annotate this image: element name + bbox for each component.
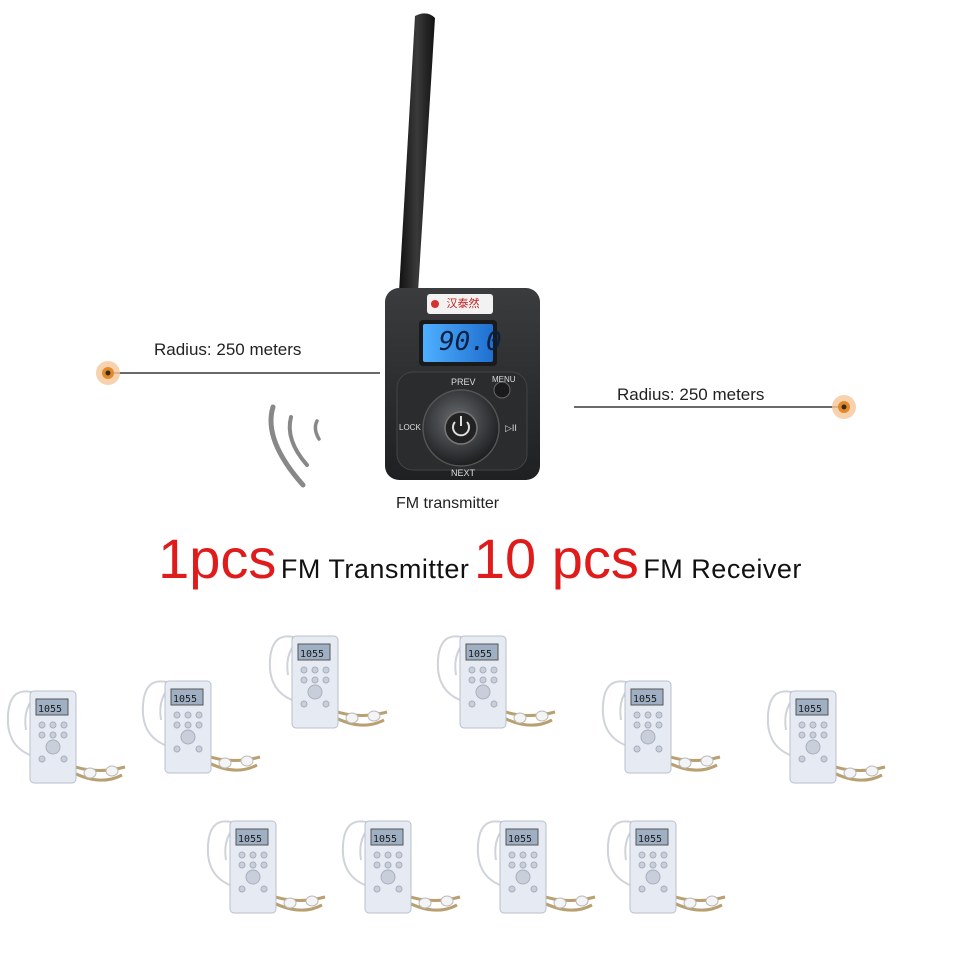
right-radius-label: Radius: 250 meters [617, 385, 765, 404]
transmitter-body [385, 13, 540, 480]
fm-receiver: 1055 [430, 620, 560, 740]
fm-transmitter: 汉泰然 90.0 PREV NEXT MENU LOCK ▷II [385, 10, 545, 490]
next-label: NEXT [451, 468, 476, 478]
left-range-line [96, 361, 380, 385]
receiver-lcd: 1055 [300, 649, 324, 660]
fm-receiver: 1055 [335, 805, 465, 925]
receiver-lcd: 1055 [633, 694, 657, 705]
prev-label: PREV [451, 377, 476, 387]
receiver-lcd: 1055 [38, 704, 62, 715]
transmitter-caption: FM transmitter [396, 495, 500, 512]
fm-receiver: 1055 [0, 675, 130, 795]
right-range-line [574, 395, 856, 419]
headline: 1pcs FM Transmitter 10 pcs FM Receiver [0, 526, 960, 591]
receiver-lcd: 1055 [508, 834, 532, 845]
fm-receiver: 1055 [470, 805, 600, 925]
left-radius-label: Radius: 250 meters [154, 340, 302, 359]
receiver-lcd: 1055 [238, 834, 262, 845]
fm-receiver: 1055 [595, 665, 725, 785]
receiver-lcd: 1055 [173, 694, 197, 705]
lock-label: LOCK [399, 423, 421, 432]
receiver-lcd: 1055 [468, 649, 492, 660]
receiver-quantity: 10 pcs [473, 527, 639, 590]
transmitter-quantity: 1pcs [158, 527, 277, 590]
receiver-lcd: 1055 [798, 704, 822, 715]
fm-receiver: 1055 [760, 675, 890, 795]
fm-receiver: 1055 [135, 665, 265, 785]
receiver-lcd: 1055 [638, 834, 662, 845]
signal-waves-icon [268, 404, 321, 488]
fm-receiver: 1055 [600, 805, 730, 925]
fm-receiver: 1055 [200, 805, 330, 925]
brand-logo: 汉泰然 [446, 297, 480, 310]
menu-label: MENU [492, 375, 516, 384]
receiver-name: FM Receiver [643, 554, 802, 584]
transmitter-lcd: 90.0 [439, 327, 502, 357]
play-pause-label: ▷II [505, 423, 517, 433]
receiver-lcd: 1055 [373, 834, 397, 845]
fm-receiver: 1055 [262, 620, 392, 740]
transmitter-name: FM Transmitter [280, 554, 470, 584]
